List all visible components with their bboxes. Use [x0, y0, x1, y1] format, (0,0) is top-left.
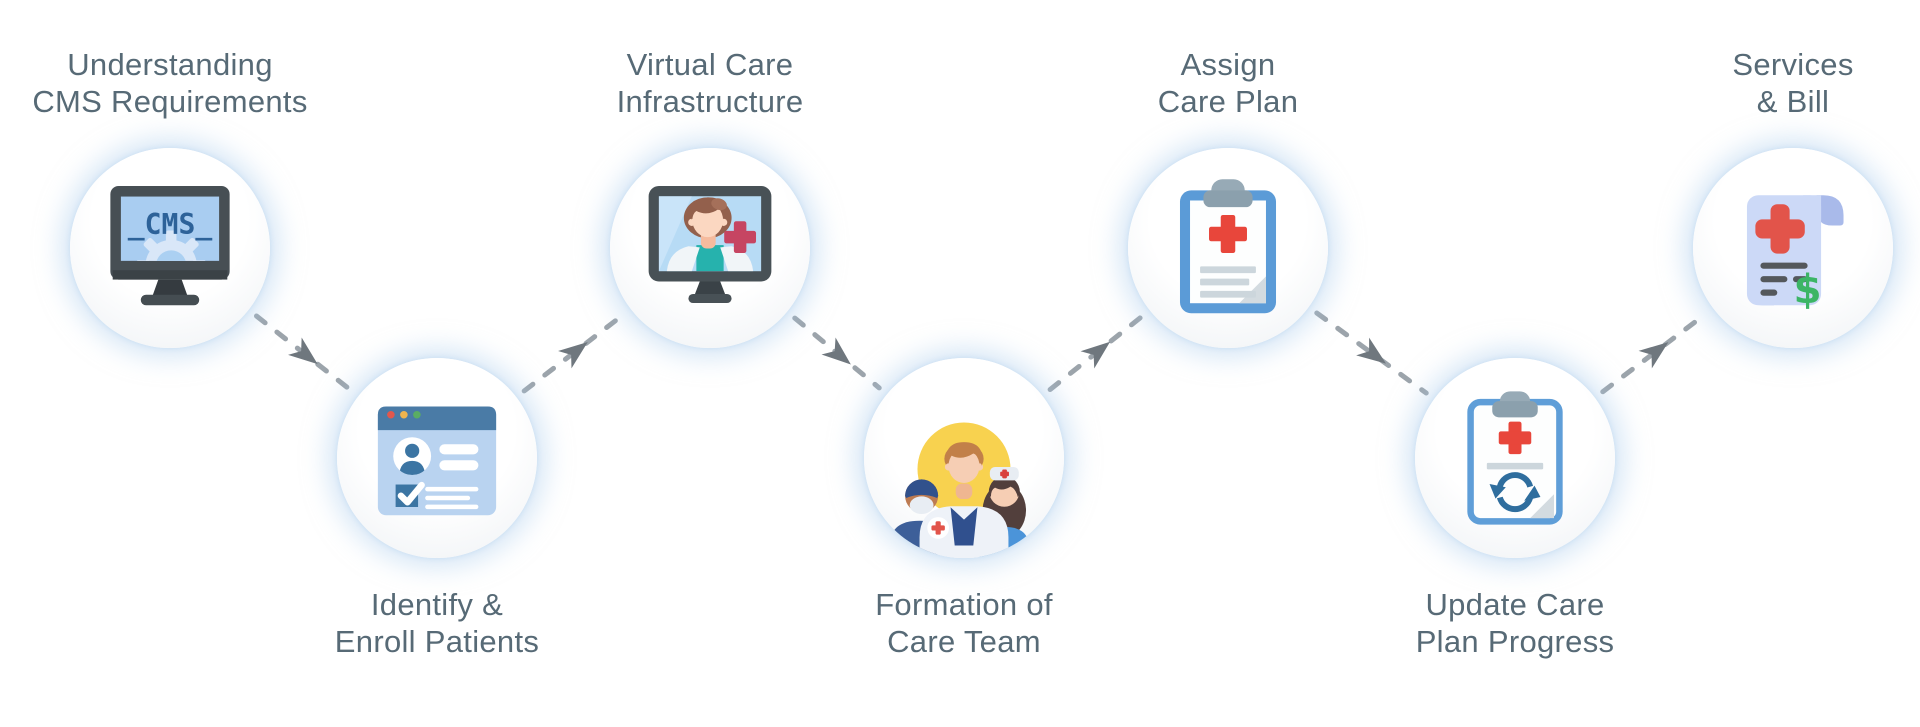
step-label: Services & Bill [1732, 44, 1853, 120]
step-label-line1: Identify & [370, 587, 504, 622]
step-icon-circle [1415, 358, 1615, 558]
step-label-line2: & Bill [1756, 84, 1830, 119]
patient-avatar-icon [399, 443, 426, 475]
doctor-figure [919, 442, 1009, 558]
step-icon-circle [1128, 148, 1328, 348]
step-label: Identify & Enroll Patients [335, 586, 539, 660]
connector-arrowhead-icon [558, 342, 588, 369]
checkmark-icon [397, 481, 425, 506]
care-plan-clipboard-icon [1179, 178, 1277, 313]
step-label: Formation of Care Team [875, 586, 1053, 660]
step-assign-care-plan: Assign Care Plan [1088, 44, 1368, 348]
window-dot-red [387, 410, 395, 419]
step-identify-enroll-patients: Identify & Enroll Patients [297, 358, 577, 660]
cms-monitor-icon: _CMS_ [110, 186, 230, 306]
care-team-icon [890, 422, 1030, 558]
step-label-line2: Enroll Patients [334, 624, 540, 659]
patient-enrollment-form-icon [377, 405, 497, 515]
gear-icon [136, 230, 207, 261]
step-services-and-bill: Services & Bill $ [1653, 44, 1920, 348]
step-icon-circle [864, 358, 1064, 558]
step-icon-circle: $ [1693, 148, 1893, 348]
step-label-line2: Care Team [887, 624, 1041, 659]
step-formation-of-care-team: Formation of Care Team [824, 358, 1104, 660]
step-label-line2: CMS Requirements [32, 84, 308, 119]
medical-bill-icon: $ [1746, 195, 1844, 313]
step-update-care-plan-progress: Update Care Plan Progress [1375, 358, 1655, 660]
step-label: Update Care Plan Progress [1416, 586, 1615, 660]
step-label: Virtual Care Infrastructure [617, 44, 804, 120]
connector-arrowhead-icon [288, 337, 318, 365]
step-icon-circle [337, 358, 537, 558]
connector-dashed-line [1314, 310, 1429, 396]
window-dot-green [413, 410, 421, 419]
dollar-sign-icon: $ [1794, 265, 1822, 313]
step-label-line1: Update Care [1425, 587, 1605, 622]
cms-screen-text: _CMS_ [128, 208, 213, 241]
connector-arrowhead-icon [1080, 341, 1111, 369]
step-icon-circle [610, 148, 810, 348]
connector-arrowhead-icon [1638, 342, 1669, 369]
step-label-line2: Plan Progress [1415, 624, 1615, 659]
connector-arrowhead-icon [1356, 337, 1387, 364]
sync-arrows-icon [1489, 471, 1541, 512]
medical-cross-icon [724, 220, 757, 253]
step-label-line2: Care Plan [1157, 84, 1299, 119]
step-label: Understanding CMS Requirements [32, 44, 307, 120]
telehealth-doctor-monitor-icon [648, 185, 772, 303]
update-care-plan-clipboard-icon [1467, 390, 1563, 525]
step-label-line1: Virtual Care [626, 47, 794, 82]
step-label: Assign Care Plan [1158, 44, 1299, 120]
medical-cross-icon [1209, 214, 1247, 253]
medical-cross-icon [1498, 421, 1532, 454]
step-icon-circle: _CMS_ [70, 148, 270, 348]
step-understanding-cms-requirements: Understanding CMS Requirements [30, 44, 310, 348]
badge-cross-icon [931, 521, 945, 535]
medical-cross-icon [1755, 204, 1805, 254]
nurse-cap-cross-icon [1000, 469, 1009, 479]
window-dot-yellow [400, 410, 408, 419]
step-label-line2: Infrastructure [616, 84, 804, 119]
step-label-line1: Services [1732, 47, 1854, 82]
step-virtual-care-infrastructure: Virtual Care Infrastructure [570, 44, 850, 348]
step-label-line1: Understanding [67, 47, 273, 82]
step-label-line1: Assign [1180, 47, 1276, 82]
connector-arrowhead-icon [821, 337, 851, 365]
step-label-line1: Formation of [875, 587, 1053, 622]
